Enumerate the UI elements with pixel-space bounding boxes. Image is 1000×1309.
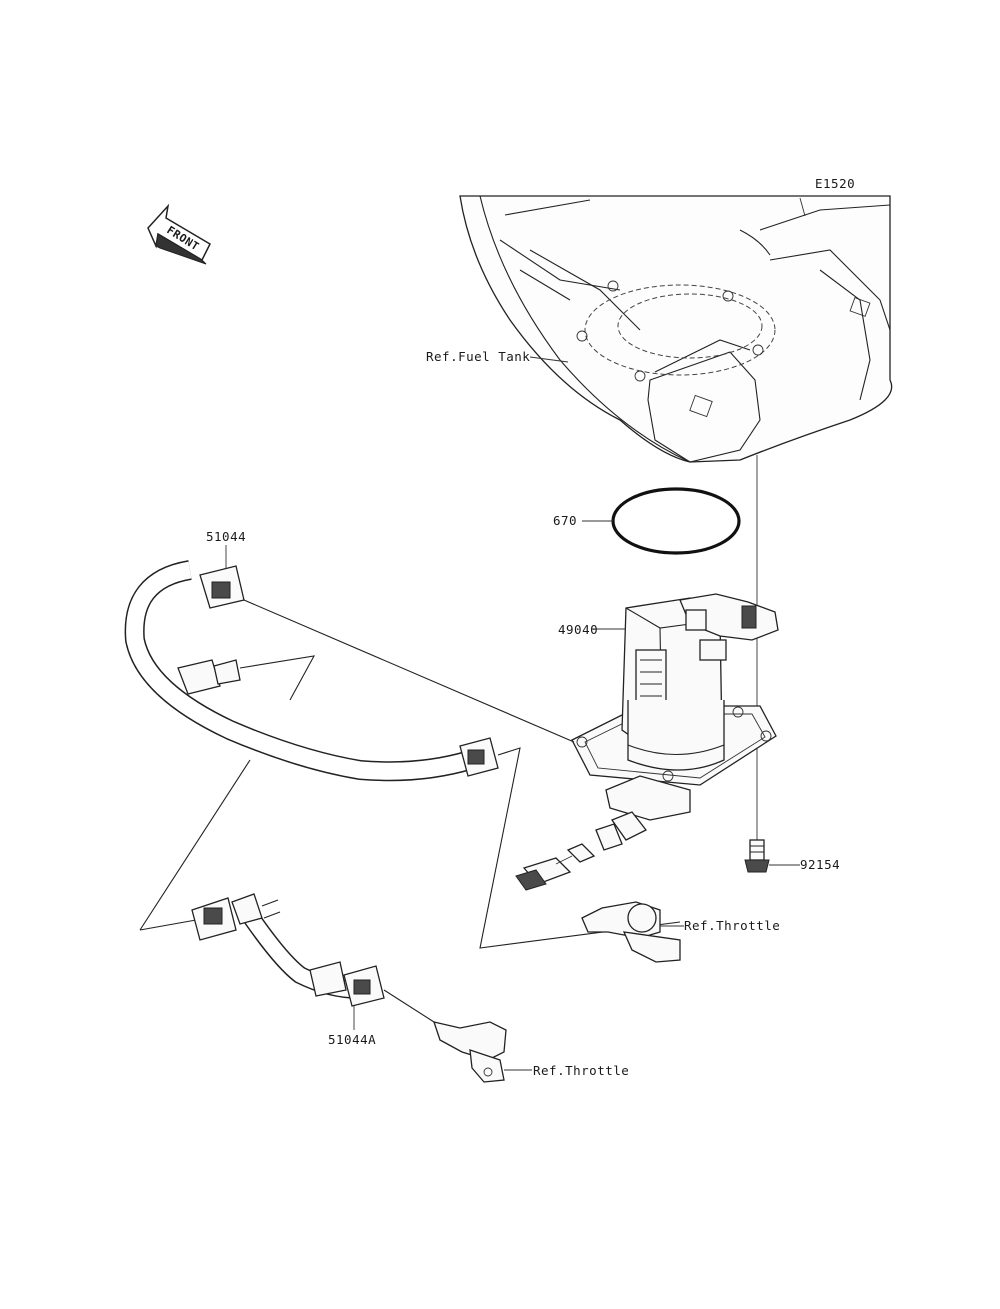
bolt-label: 92154: [800, 857, 840, 872]
fuel-pump-49040: [571, 593, 779, 851]
front-arrow-icon: FRONT: [147, 203, 211, 265]
fuel-tank: [459, 195, 893, 463]
hose-lower-label: 51044A: [328, 1032, 376, 1047]
throttle-lower-label: Ref.Throttle: [533, 1063, 629, 1078]
throttle-fitting-upper: [581, 901, 681, 963]
diagram-code: E1520: [815, 176, 855, 191]
fuel-pump-label: 49040: [558, 622, 598, 637]
o-ring-label: 670: [553, 513, 577, 528]
fuel-hose-51044A: [191, 893, 385, 1007]
pump-connector: [515, 843, 596, 891]
fuel-tank-ref-label: Ref.Fuel Tank: [426, 349, 530, 364]
throttle-upper-label: Ref.Throttle: [684, 918, 780, 933]
hose-upper-label: 51044: [206, 529, 246, 544]
throttle-fitting-lower: [433, 1021, 507, 1083]
o-ring-670: [611, 487, 741, 555]
bolt-92154: [744, 839, 770, 873]
fuel-hose-51044: [124, 560, 499, 782]
